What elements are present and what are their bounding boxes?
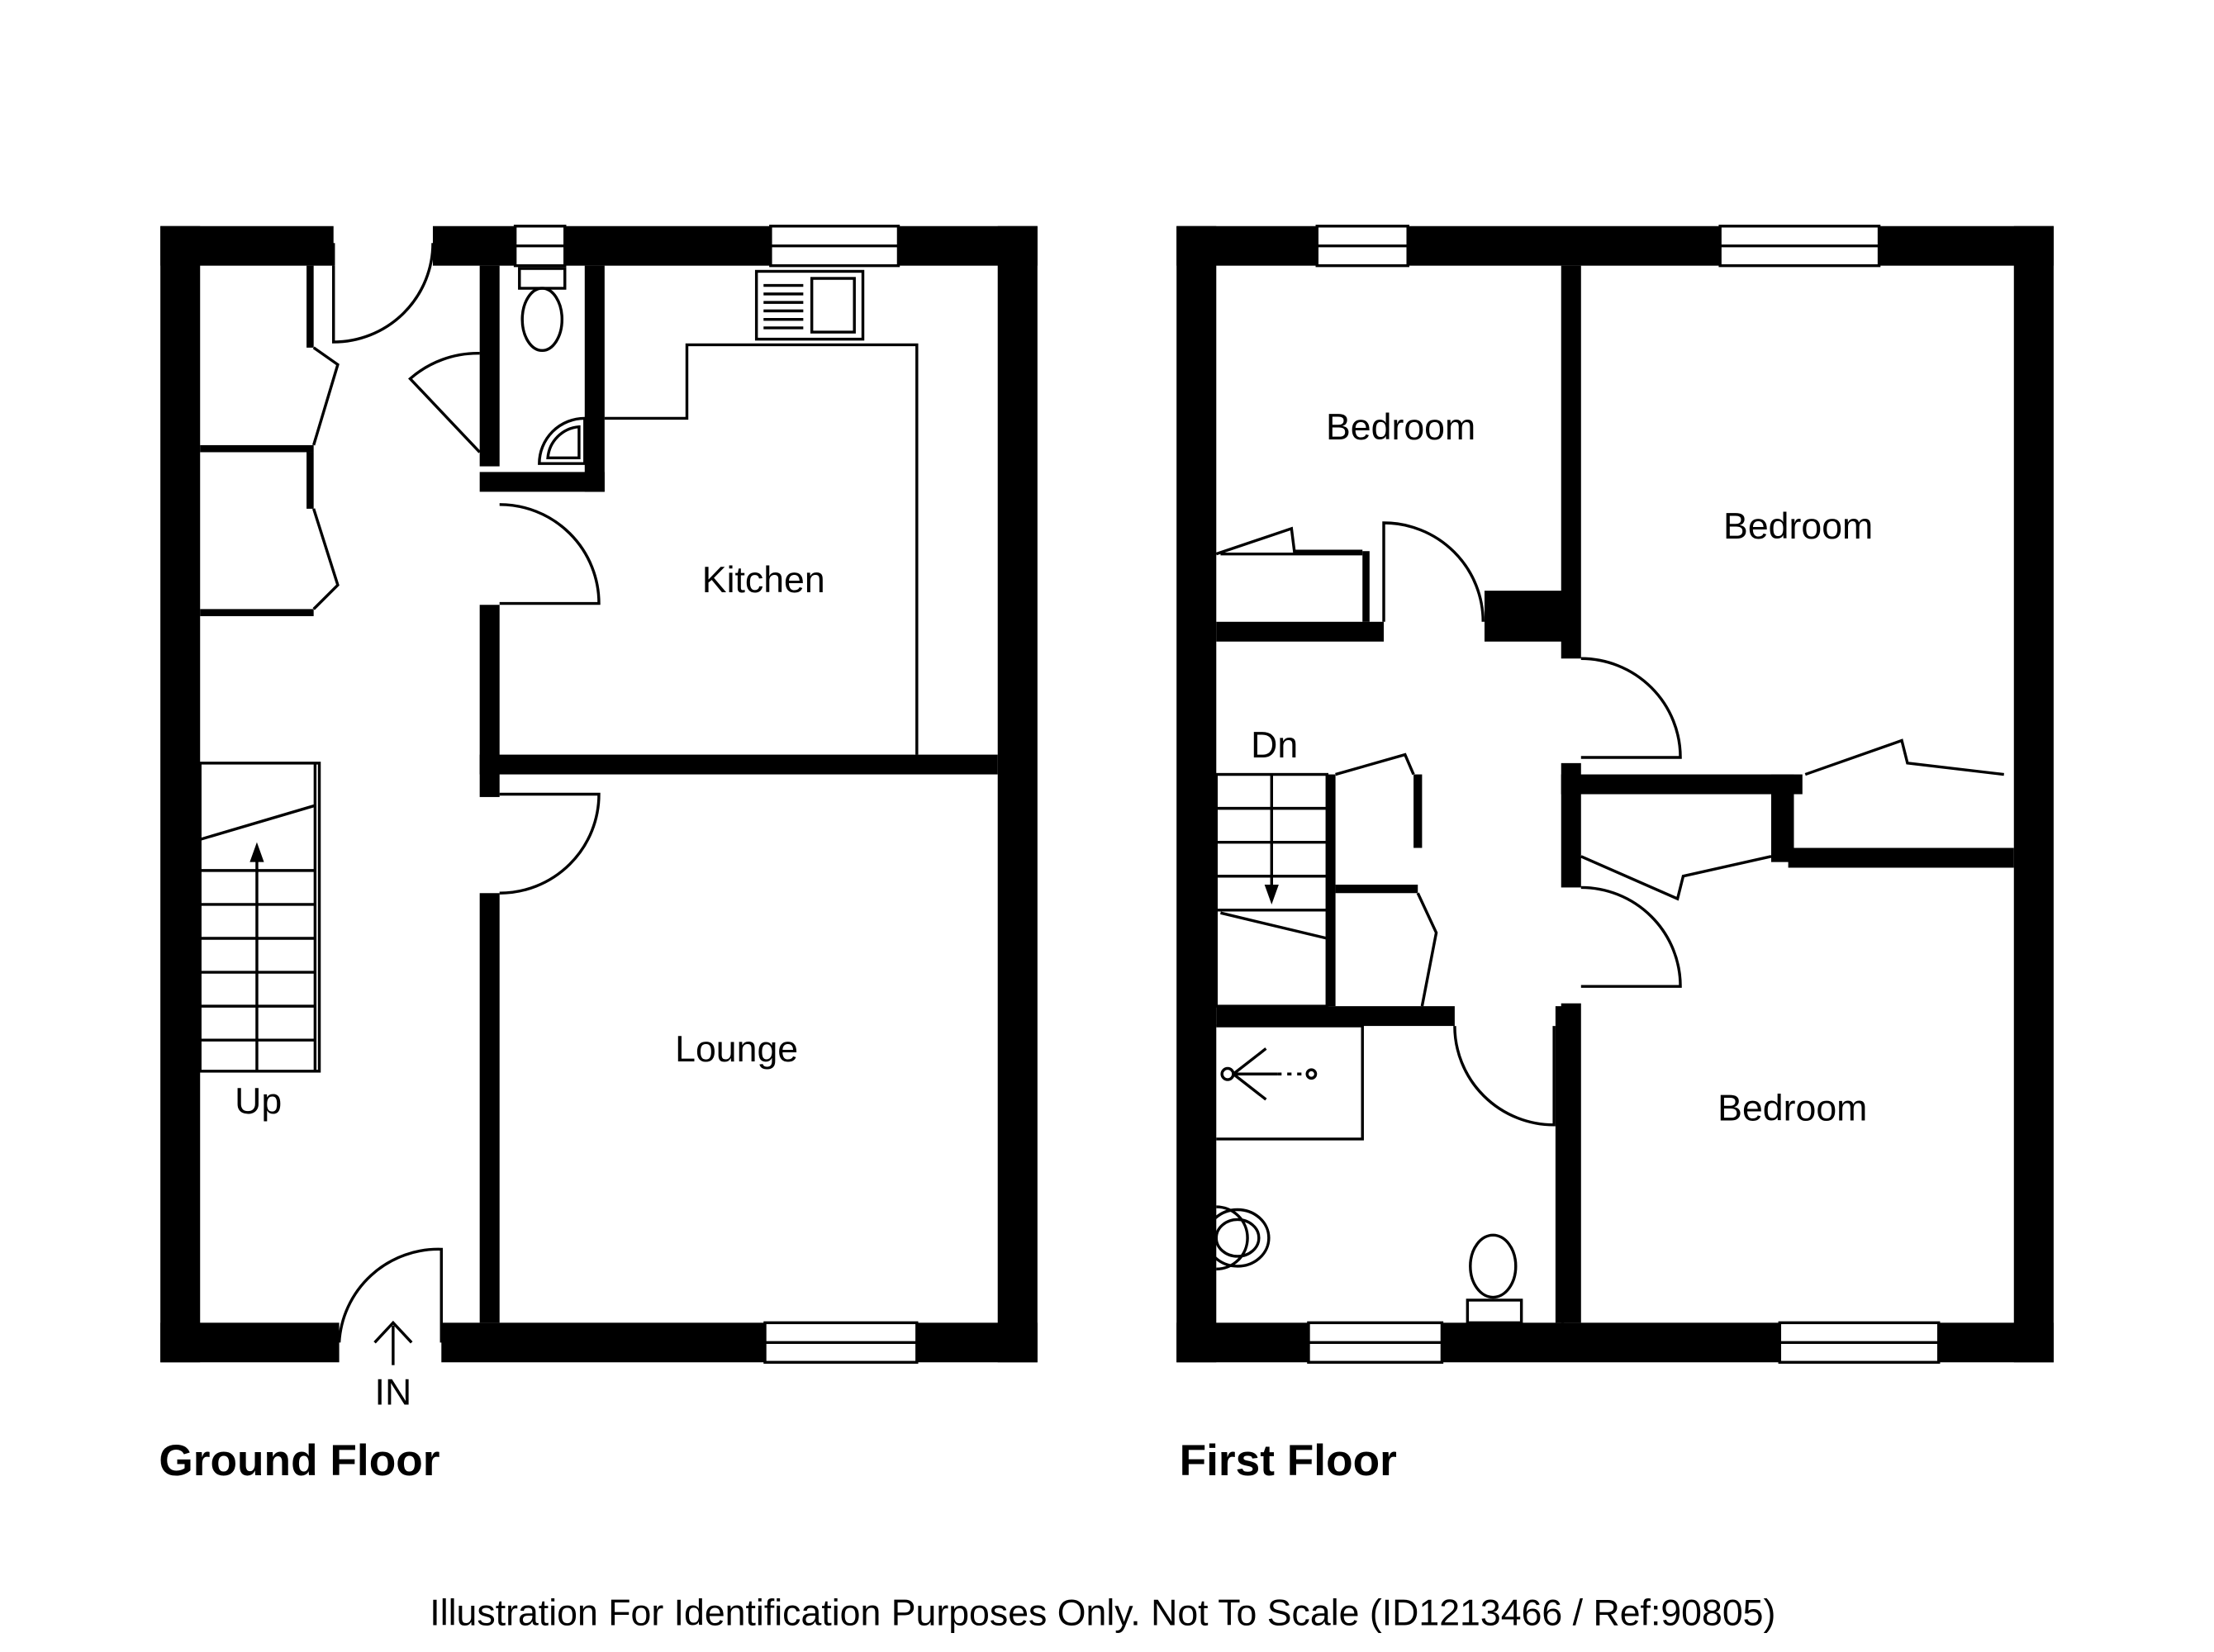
gf-wall-left — [160, 225, 201, 1363]
ff-wall-right — [2013, 225, 2054, 1363]
ff-wall-bed1-bottom-right — [1484, 591, 1570, 642]
gf-window-kitchen — [769, 225, 900, 268]
ff-stairs — [1214, 772, 1328, 1008]
room-label-kitchen: Kitchen — [702, 560, 825, 601]
gf-wall-wc-right — [584, 265, 605, 492]
room-label-bedroom-3: Bedroom — [1718, 1089, 1867, 1129]
ff-wall-bed2-bottom-1 — [1561, 774, 1803, 795]
gf-entrance-label: IN — [375, 1373, 412, 1413]
ff-airing-door-2 — [1416, 892, 1438, 1007]
ff-wall-airing-right — [1413, 774, 1423, 848]
gf-cupboard-side-2 — [306, 452, 314, 509]
first-floor-title: First Floor — [1180, 1436, 1397, 1485]
gf-wall-top-mid — [432, 225, 515, 266]
ff-bed2-door — [1580, 657, 1682, 759]
gf-wall-top-mid2 — [564, 225, 771, 266]
gf-lounge-door — [499, 792, 601, 895]
gf-front-door — [337, 1247, 443, 1343]
room-label-bedroom-2: Bedroom — [1723, 506, 1873, 547]
ff-wall-cupboard-b1-side — [1362, 551, 1370, 622]
gf-wall-hall-right-lower — [479, 893, 500, 1323]
gf-cupboard-door-1 — [312, 346, 340, 446]
ground-floor-title: Ground Floor — [159, 1436, 439, 1485]
gf-wall-bottom-mid — [441, 1322, 765, 1363]
ff-bed1-door — [1382, 521, 1485, 622]
ff-wall-left — [1176, 225, 1217, 1363]
ff-wall-bed1-bottom — [1216, 621, 1384, 642]
ff-stairs-down-arrow-icon — [1264, 885, 1279, 904]
gf-window-lounge — [763, 1321, 919, 1364]
gf-window-wc — [513, 225, 567, 268]
ff-wall-bath-top — [1216, 1006, 1455, 1027]
gf-wc-door — [408, 352, 481, 453]
gf-basin-icon — [538, 416, 587, 465]
ff-toilet-icon — [1466, 1233, 1523, 1325]
ff-bathroom-door — [1453, 1026, 1556, 1127]
ff-stairs-label: Dn — [1251, 725, 1298, 766]
first-floor-plan: Bedroom Bedroom Bedroom Dn First Floor — [1176, 225, 2054, 1485]
gf-wall-hall-right-upper — [479, 265, 500, 467]
ff-wall-center-lower — [1561, 1003, 1581, 1323]
gf-sink-icon — [754, 269, 865, 341]
gf-kitchen-door — [499, 503, 601, 605]
ff-bed3-door — [1580, 885, 1682, 988]
gf-stairs — [198, 762, 321, 1073]
ff-airing-door-1 — [1335, 752, 1415, 776]
ff-wall-bottom-1 — [1176, 1322, 1309, 1363]
gf-wall-right — [997, 225, 1038, 1363]
gf-stairs-label: Up — [235, 1081, 282, 1122]
ff-window-1 — [1315, 225, 1409, 268]
ff-wall-bottom-2 — [1442, 1322, 1780, 1363]
ff-bed2-wardrobe-doors — [1804, 738, 2004, 776]
gf-cupboard-bottom-wall — [200, 609, 314, 616]
gf-stairs-up-arrow-icon — [249, 842, 264, 862]
gf-wall-wc-bottom — [479, 472, 605, 492]
disclaimer-text: Illustration For Identification Purposes… — [430, 1593, 1775, 1634]
gf-cupboard-door-2 — [312, 508, 340, 610]
ff-basin-icon — [1204, 1205, 1271, 1271]
gf-back-door — [332, 243, 435, 344]
gf-toilet-icon — [518, 267, 567, 353]
ff-bed3-wardrobe-doors — [1580, 855, 1772, 901]
ff-window-4 — [1778, 1321, 1941, 1364]
gf-cupboard-top-wall — [200, 444, 314, 453]
gf-wall-bottom-right — [916, 1322, 1038, 1363]
gf-wall-bottom-left — [160, 1322, 340, 1363]
ff-wall-bed2-bottom-2 — [1788, 847, 2014, 868]
ff-window-3 — [1307, 1321, 1444, 1364]
ff-wall-bath-right — [1555, 1006, 1565, 1323]
ff-wall-center-upper — [1561, 265, 1581, 659]
ff-wall-bottom-3 — [1938, 1322, 2054, 1363]
ground-floor-plan: Kitchen Lounge Up IN Ground Floor — [159, 225, 1038, 1485]
gf-kitchen-worktop — [604, 343, 919, 755]
ff-wall-stair-right — [1327, 774, 1336, 1007]
room-label-bedroom-1: Bedroom — [1326, 407, 1475, 448]
gf-cupboard-side-1 — [306, 265, 314, 348]
ff-shower-icon — [1216, 1024, 1364, 1141]
gf-wall-kitchen-lounge — [479, 754, 998, 775]
ff-wall-top-2 — [1408, 225, 1721, 266]
ff-bed1-wardrobe-doors — [1215, 526, 1363, 556]
ff-wall-airing-top — [1335, 885, 1418, 894]
room-label-lounge: Lounge — [675, 1029, 798, 1070]
ff-window-2 — [1718, 225, 1881, 268]
ff-wall-cupboard-mid — [1771, 774, 1794, 862]
gf-entrance-arrow-icon — [373, 1320, 413, 1365]
